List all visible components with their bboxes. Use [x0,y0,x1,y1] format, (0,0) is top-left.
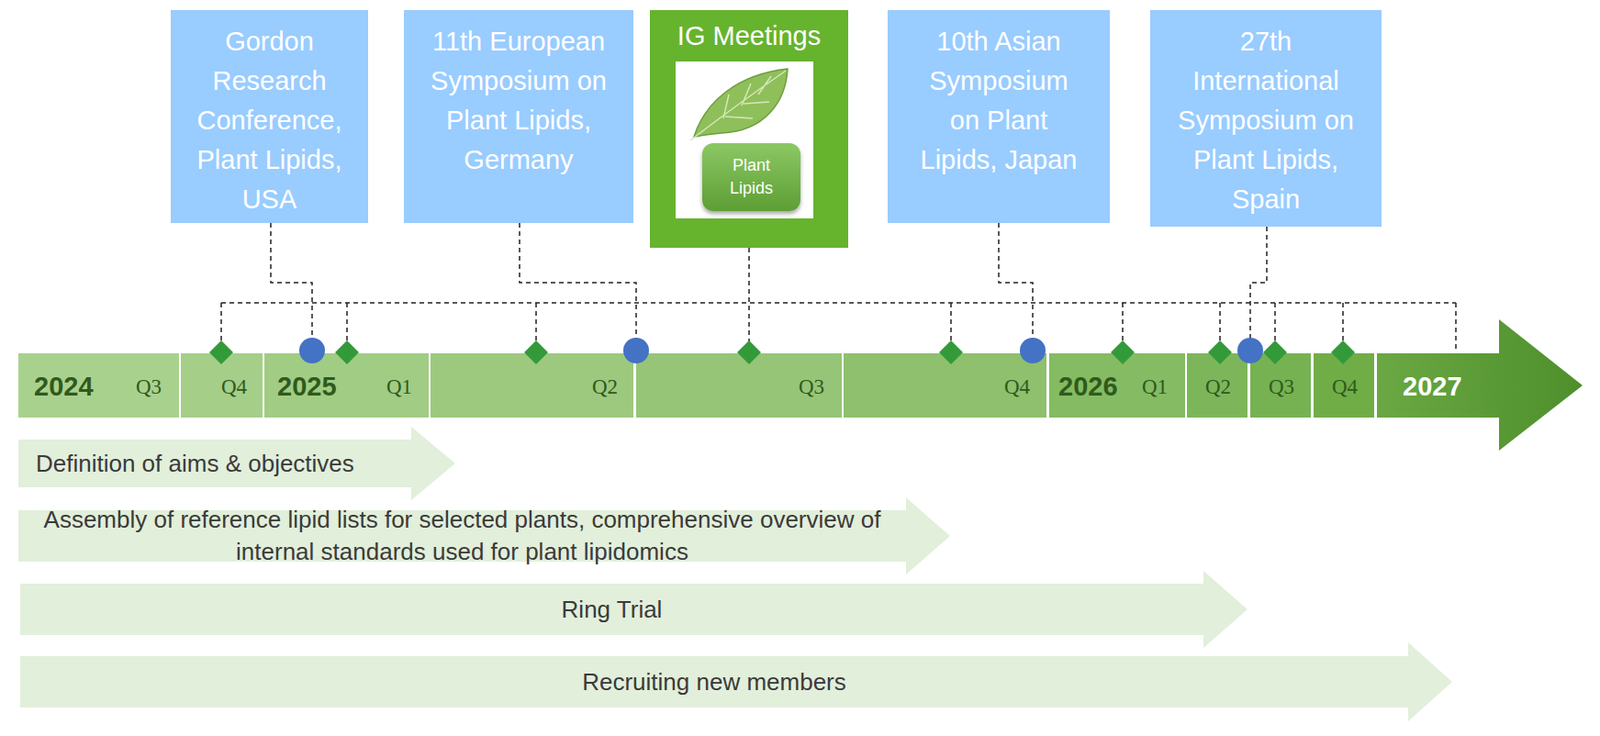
quarter-label: Q2 [592,376,618,398]
quarter-label: Q3 [1268,376,1295,398]
year-label: 2027 [1402,373,1463,401]
box-title: IG Meetings [649,19,849,53]
box-text: Gordon Research Conference, Plant Lipids… [174,22,365,220]
year-label: 2025 [277,373,337,401]
leaf-vein [690,70,786,141]
bar-segment [1049,353,1186,418]
bar-segment [430,353,634,418]
bar-segment [1186,353,1248,418]
diamond-marker [939,340,963,365]
leader-line [519,223,637,340]
leader-line [270,223,313,340]
quarter-label: Q3 [798,376,825,398]
leader-line [221,302,1456,349]
circle-marker [623,337,649,364]
quarter-label: Q2 [1205,376,1231,398]
box-text: Plant Lipids [719,154,784,201]
arrow-body [18,497,951,575]
diamond-marker [335,340,359,365]
diamond-marker [1331,340,1355,365]
timeline-bar [18,319,1583,451]
year-label: 2026 [1058,373,1119,401]
white-panel [675,61,814,219]
event-box: 10th Asian Symposium on Plant Lipids, Ja… [887,10,1110,224]
year-label: 2024 [33,373,94,401]
meeting-markers [209,340,1355,365]
box-text: Recruiting new members [581,666,847,699]
task-arrow: Assembly of reference lipid lists for se… [18,497,951,575]
box-text: Ring Trial [561,593,663,627]
quarter-label: Q1 [386,376,413,398]
arrow-body [20,570,1248,649]
diamond-marker [524,340,549,365]
box-text: Definition of aims & objectives [35,447,355,481]
arrow-body [18,426,456,501]
task-arrow: Ring Trial [20,570,1248,649]
quarter-label: Q4 [1331,376,1358,398]
leader-line [998,223,1033,340]
leader-line [748,247,750,346]
task-arrow: Recruiting new members [20,642,1453,722]
circle-marker [1237,337,1264,364]
task-arrow: Definition of aims & objectives [18,426,456,501]
bar-segment [18,353,180,418]
diamond-marker [1208,340,1232,365]
leader-line [221,302,1456,304]
bar-segment [843,353,1047,418]
diamond-marker [1110,340,1135,365]
bar-arrow-head [1376,319,1583,451]
quarter-label: Q4 [221,376,247,398]
quarter-label: Q4 [1004,376,1030,398]
diamond-marker [209,340,234,365]
ig-meetings-box: IG MeetingsPlant Lipids [649,10,849,248]
box-text: 11th European Symposium on Plant Lipids,… [407,22,630,180]
box-text: Assembly of reference lipid lists for se… [31,503,895,569]
bar-segment [636,353,842,418]
event-box: Gordon Research Conference, Plant Lipids… [170,10,369,224]
leader-line [1250,226,1267,340]
quarter-label: Q3 [135,376,162,398]
bar-segment [1250,353,1311,418]
event-box: 11th European Symposium on Plant Lipids,… [403,10,634,224]
box-text: 27th International Symposium on Plant Li… [1172,22,1360,220]
arrow-body [20,642,1453,722]
diamond-marker [737,340,761,365]
conference-markers [299,337,1264,364]
quarter-label: Q1 [1141,376,1168,398]
diamond-marker [1263,340,1287,365]
box-text: 10th Asian Symposium on Plant Lipids, Ja… [915,22,1083,180]
event-box: 27th International Symposium on Plant Li… [1150,10,1382,227]
circle-marker [299,337,325,364]
plant-lipids-badge: Plant Lipids [702,143,801,212]
circle-marker [1019,337,1046,364]
